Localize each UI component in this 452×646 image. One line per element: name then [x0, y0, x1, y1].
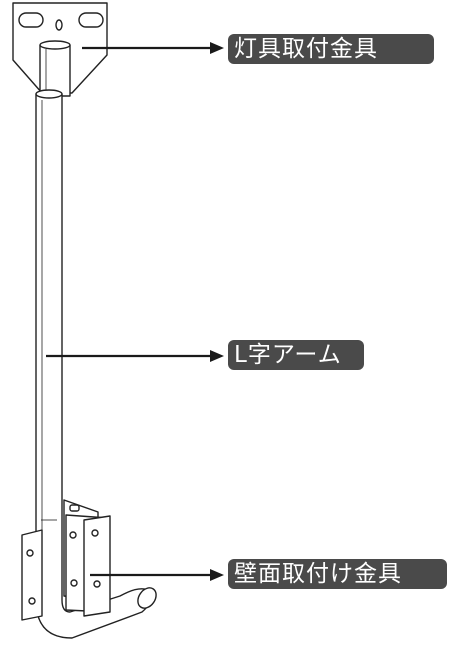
arrow-light-fixture-mount	[82, 42, 224, 54]
label-light-fixture-mount: 灯具取付金具	[228, 34, 434, 64]
arrow-wall-mount	[90, 569, 224, 581]
wall-mount-bracket	[21, 499, 111, 621]
fixture-sleeve	[39, 40, 71, 97]
label-wall-mount: 壁面取付け金具	[228, 559, 447, 589]
label-l-arm: L字アーム	[228, 340, 364, 370]
arrow-l-arm	[46, 350, 224, 362]
l-arm-pipe	[35, 89, 157, 639]
